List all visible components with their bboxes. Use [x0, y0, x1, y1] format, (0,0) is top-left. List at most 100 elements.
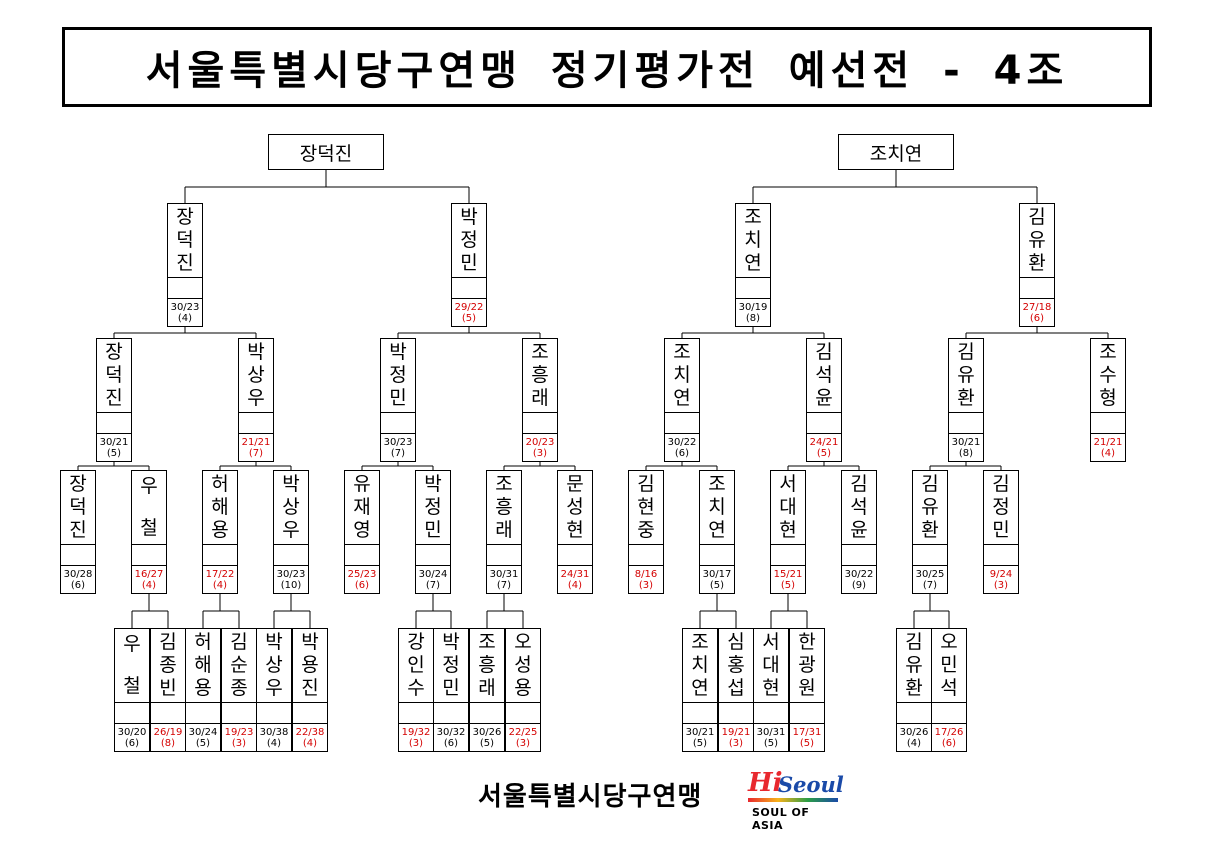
player-name-char: 김 — [957, 341, 975, 363]
score-value: 17/22 — [205, 568, 235, 580]
score-cell: 30/22(6) — [665, 433, 699, 461]
node-spacer — [470, 702, 504, 723]
score-cell: 26/19(8) — [151, 723, 185, 751]
node-spacer — [97, 412, 131, 433]
player-name-char: 민 — [940, 654, 958, 676]
player-name-char: 우 — [247, 387, 265, 409]
score-rank: (4) — [906, 737, 922, 749]
player-name-char: 섭 — [727, 677, 745, 699]
score-value: 29/22 — [454, 301, 484, 313]
node-spacer — [1020, 277, 1054, 298]
player-name-char: 조 — [744, 206, 762, 228]
score-cell: 19/32(3) — [399, 723, 433, 751]
score-rank: (5) — [763, 737, 779, 749]
player-name-char: 덕 — [69, 496, 87, 518]
player-name-char: 김 — [159, 631, 177, 653]
score-value: 30/26 — [472, 726, 502, 738]
score-rank: (4) — [567, 579, 583, 591]
score-value: 30/23 — [276, 568, 306, 580]
score-value: 19/23 — [224, 726, 254, 738]
player-name-char: 유 — [905, 654, 923, 676]
score-cell: 30/21(8) — [949, 433, 983, 461]
player-name-char: 정 — [442, 654, 460, 676]
score-value: 30/26 — [899, 726, 929, 738]
score-value: 30/19 — [738, 301, 768, 313]
score-rank: (6) — [354, 579, 370, 591]
player-name-char: 중 — [637, 519, 655, 541]
player-name-char: 박 — [301, 631, 319, 653]
score-rank: (9) — [851, 579, 867, 591]
player-name-char: 래 — [495, 519, 513, 541]
score-cell: 17/22(4) — [203, 565, 237, 593]
player-name-char: 조 — [531, 341, 549, 363]
node-spacer — [665, 412, 699, 433]
score-cell: 30/32(6) — [434, 723, 468, 751]
player-name-char: 현 — [637, 496, 655, 518]
score-cell: 30/28(6) — [61, 565, 95, 593]
player-name-char: 박 — [460, 206, 478, 228]
score-rank: (4) — [141, 579, 157, 591]
score-cell: 17/26(6) — [932, 723, 966, 751]
player-name-char: 종 — [159, 654, 177, 676]
player-name-char: 덕 — [176, 229, 194, 251]
player-name-char: 정 — [992, 496, 1010, 518]
score-rank: (3) — [532, 447, 548, 459]
player-name-char: 장 — [69, 473, 87, 495]
score-rank: (7) — [922, 579, 938, 591]
player-name-char: 박 — [442, 631, 460, 653]
player-name-char: 허 — [211, 473, 229, 495]
node-spacer — [293, 702, 327, 723]
player-name-char: 용 — [211, 519, 229, 541]
player-name-char: 형 — [1099, 387, 1117, 409]
player-name-char: 대 — [779, 496, 797, 518]
score-value: 24/31 — [560, 568, 590, 580]
score-cell: 30/23(4) — [168, 298, 202, 326]
player-name-char: 순 — [230, 654, 248, 676]
score-value: 30/21 — [951, 436, 981, 448]
player-name-char: 김 — [905, 631, 923, 653]
score-cell: 22/38(4) — [293, 723, 327, 751]
score-value: 30/22 — [667, 436, 697, 448]
player-name-char: 래 — [531, 387, 549, 409]
player-name-char: 환 — [905, 677, 923, 699]
player-name-char: 조 — [691, 631, 709, 653]
score-rank: (7) — [425, 579, 441, 591]
score-cell: 16/27(4) — [132, 565, 166, 593]
score-value: 30/20 — [117, 726, 147, 738]
score-cell: 30/25(7) — [913, 565, 947, 593]
player-name-char: 민 — [460, 252, 478, 274]
score-cell: 19/21(3) — [719, 723, 753, 751]
score-cell: 8/16(3) — [629, 565, 663, 593]
player-name-char: 문 — [566, 473, 584, 495]
score-rank: (6) — [124, 737, 140, 749]
score-value: 30/22 — [844, 568, 874, 580]
player-name-char: 심 — [727, 631, 745, 653]
score-rank: (3) — [728, 737, 744, 749]
player-name-char: 석 — [940, 677, 958, 699]
player-name-char: 현 — [762, 677, 780, 699]
player-name-char: 박 — [265, 631, 283, 653]
player-name-char: 허 — [194, 631, 212, 653]
score-value: 30/23 — [170, 301, 200, 313]
player-name-char: 연 — [691, 677, 709, 699]
player-name-char: 상 — [247, 364, 265, 386]
score-value: 20/23 — [525, 436, 555, 448]
